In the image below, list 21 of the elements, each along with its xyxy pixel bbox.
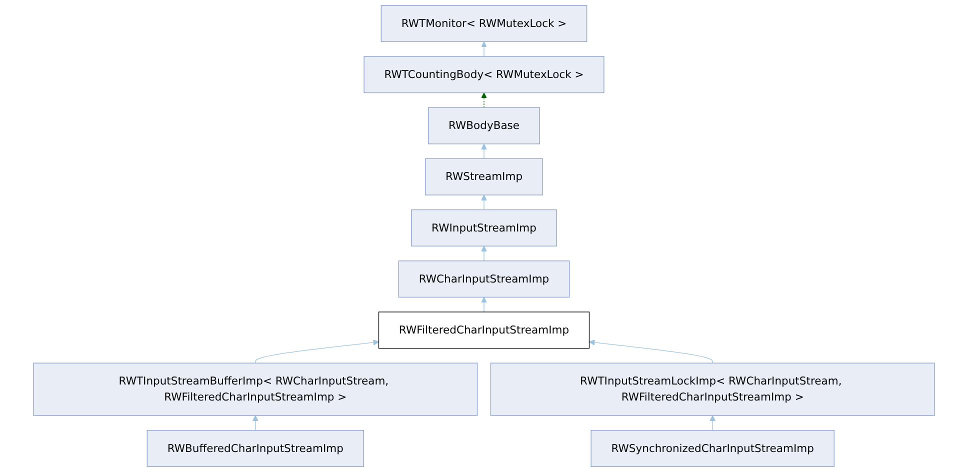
arrow <box>710 415 716 431</box>
node-box: RWSynchronizedCharInputStreamImp <box>590 430 834 467</box>
node-box: RWCharInputStreamImp <box>398 260 570 298</box>
node-box: RWStreamImp <box>424 158 544 196</box>
arrow <box>481 92 487 108</box>
node-box: RWInputStreamImp <box>411 209 557 246</box>
node-box: RWBodyBase <box>428 107 540 144</box>
arrow <box>255 340 380 364</box>
arrow <box>481 41 487 57</box>
node-box: RWTInputStreamLockImp< RWCharInputStream, RWFilteredCharInputStreamImp > <box>490 362 935 416</box>
arrow <box>481 246 487 262</box>
arrow <box>481 194 487 210</box>
node-box: RWTInputStreamBufferImp< RWCharInputStream, RWFilteredCharInputStreamImp > <box>33 362 478 416</box>
node-box: RWBufferedCharInputStreamImp <box>146 430 364 467</box>
arrow <box>481 144 487 160</box>
arrow <box>252 415 258 431</box>
node-box: RWTMonitor< RWMutexLock > <box>380 5 588 42</box>
arrow <box>481 296 487 312</box>
node-box: RWFilteredCharInputStreamImp <box>378 312 590 349</box>
node-box: RWTCountingBody< RWMutexLock > <box>364 56 604 94</box>
arrow <box>588 340 713 364</box>
